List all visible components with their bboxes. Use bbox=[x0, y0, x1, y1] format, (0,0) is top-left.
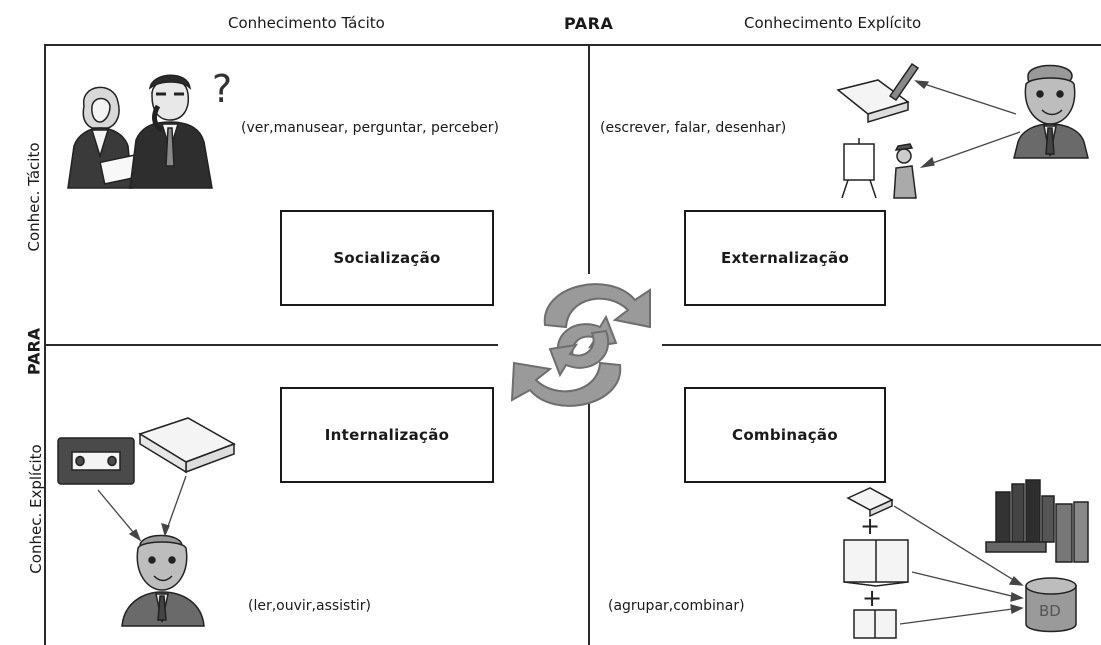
header-explicit: Conhecimento Explícito bbox=[744, 14, 922, 32]
plus-sign-1: + bbox=[860, 512, 880, 540]
question-mark: ? bbox=[212, 67, 232, 111]
externalizacao-label: Externalização bbox=[720, 249, 850, 267]
people-thinking-icon: ? bbox=[67, 67, 232, 189]
combinacao-verbs: (agrupar,combinar) bbox=[608, 598, 745, 614]
socializacao-label: Socialização bbox=[333, 249, 441, 267]
socializacao-verbs: (ver,manusear, perguntar, perceber) bbox=[241, 120, 500, 136]
combinacao-label: Combinação bbox=[732, 426, 838, 444]
externalizacao-box: Externalização bbox=[684, 210, 886, 306]
cycle-arrows-icon bbox=[510, 283, 651, 407]
database-label: BD bbox=[1039, 602, 1061, 620]
side-para: PARA bbox=[24, 327, 44, 376]
plus-sign-2: + bbox=[862, 584, 882, 612]
grid-horizontal-left bbox=[44, 344, 498, 346]
internalizacao-label: Internalização bbox=[324, 426, 450, 444]
combinacao-box: Combinação bbox=[684, 387, 886, 483]
grid-vertical-bottom bbox=[588, 400, 590, 645]
video-book-reader-icon bbox=[57, 417, 236, 627]
socializacao-box: Socialização bbox=[280, 210, 494, 306]
side-tacit: Conhec. Tácito bbox=[25, 142, 43, 252]
books-database-icon: + + BD bbox=[843, 479, 1089, 639]
man-writing-drawing-icon bbox=[836, 62, 1089, 199]
externalizacao-verbs: (escrever, falar, desenhar) bbox=[600, 120, 787, 136]
grid-horizontal-right bbox=[662, 344, 1101, 346]
header-para: PARA bbox=[564, 14, 614, 33]
header-tacit: Conhecimento Tácito bbox=[228, 14, 385, 32]
internalizacao-box: Internalização bbox=[280, 387, 494, 483]
grid-vertical-top bbox=[588, 44, 590, 274]
side-explicit: Conhec. Explícito bbox=[27, 444, 45, 574]
grid-top-line bbox=[44, 44, 1101, 46]
internalizacao-verbs: (ler,ouvir,assistir) bbox=[248, 598, 371, 614]
